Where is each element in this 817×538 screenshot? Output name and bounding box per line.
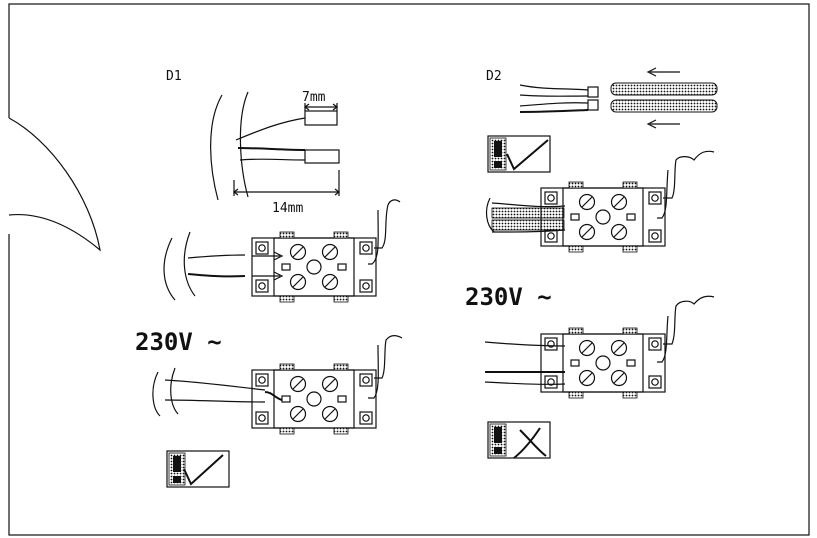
cable-strip-illustration: [210, 91, 340, 201]
ferrule-illustration: [519, 67, 718, 129]
checkmark-icon: [183, 454, 224, 486]
terminal-block-right-ferrules: [485, 150, 715, 253]
badge-incorrect: [487, 421, 551, 459]
page-frame: [8, 3, 810, 536]
terminal-block-right-incorrect: [484, 295, 715, 399]
terminal-block-left-connected: [152, 334, 403, 435]
label-strip-long: 14mm: [272, 201, 303, 216]
label-voltage-left: 230V ~: [135, 328, 222, 356]
checkmark-icon: [506, 139, 549, 171]
label-strip-short: 7mm: [302, 90, 326, 105]
label-d1: D1: [166, 69, 182, 84]
badge-correct-right: [487, 135, 551, 173]
cross-icon: [519, 429, 547, 457]
page-curl: [6, 117, 101, 252]
label-voltage-right: 230V ~: [465, 283, 552, 311]
badge-correct-left: [166, 450, 230, 488]
label-d2: D2: [486, 69, 502, 84]
wire-insertion-illustration: [163, 199, 401, 303]
